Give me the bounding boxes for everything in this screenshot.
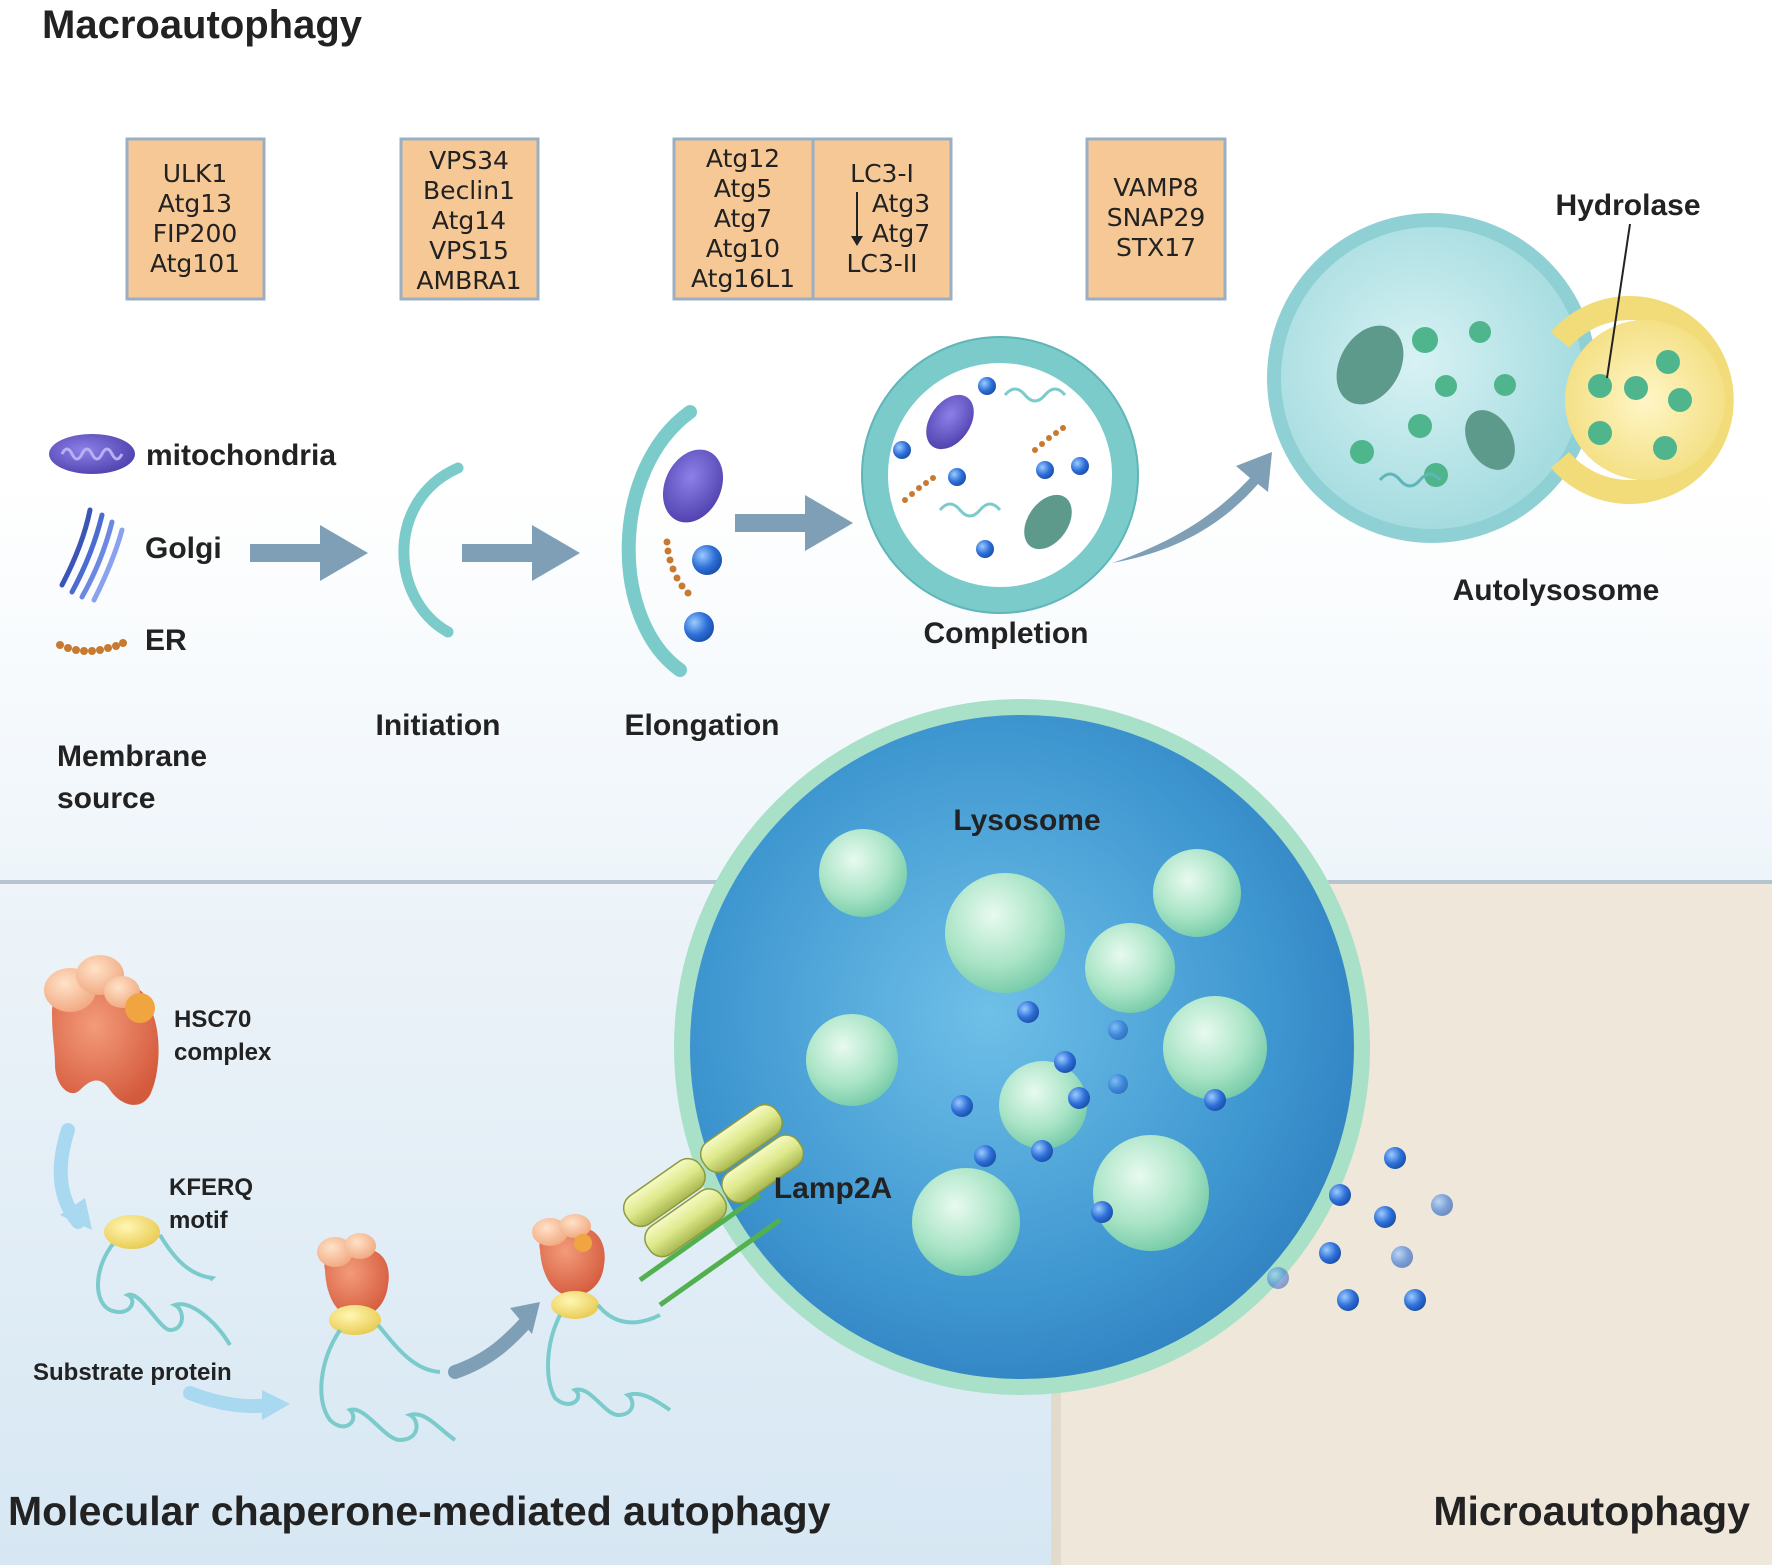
- arrow-to-completion: [735, 495, 853, 551]
- hydrolase-vesicle: [1550, 296, 1734, 504]
- hsc70-label-1: HSC70: [174, 1006, 251, 1033]
- svg-text:VPS15: VPS15: [429, 236, 509, 265]
- substrate-protein-label: Substrate protein: [33, 1359, 232, 1386]
- golgi-icon: [59, 507, 125, 603]
- svg-text:Atg13: Atg13: [158, 189, 232, 218]
- hsc70-complex-icon: [44, 955, 159, 1105]
- legend-golgi-label: Golgi: [145, 532, 222, 565]
- legend-mitochondria-label: mitochondria: [146, 439, 336, 472]
- arrow-to-autolysosome: [1112, 452, 1272, 563]
- svg-text:SNAP29: SNAP29: [1107, 203, 1206, 232]
- stage-initiation-label: Initiation: [376, 709, 501, 742]
- svg-text:Atg7: Atg7: [872, 219, 930, 248]
- arrow-to-elongation: [462, 525, 580, 581]
- kferq-label-1: KFERQ: [169, 1174, 253, 1201]
- membrane-source-label-2: source: [57, 782, 155, 815]
- legend-er-label: ER: [145, 624, 187, 657]
- kferq-substrate-icon: [96, 1215, 232, 1347]
- svg-text:Atg16L1: Atg16L1: [691, 264, 795, 293]
- svg-text:Atg101: Atg101: [150, 249, 240, 278]
- stage-completion-label: Completion: [924, 617, 1089, 650]
- arrow-to-initiation: [250, 525, 368, 581]
- svg-text:Atg10: Atg10: [706, 234, 780, 263]
- micro-title: Microautophagy: [1433, 1488, 1750, 1534]
- hydrolase-label: Hydrolase: [1555, 189, 1700, 222]
- stage-elongation-label: Elongation: [625, 709, 780, 742]
- svg-text:Atg14: Atg14: [432, 206, 506, 235]
- protein-box-ulk1: ULK1 Atg13 FIP200 Atg101: [125, 137, 266, 301]
- phagophore-elongation: [621, 405, 724, 677]
- kferq-label-2: motif: [169, 1207, 229, 1234]
- phagophore-initiation: [398, 462, 464, 638]
- bound-complex-1: [317, 1233, 457, 1443]
- arrow-complex-to-lamp2a: [448, 1313, 535, 1379]
- svg-text:FIP200: FIP200: [153, 219, 238, 248]
- hsc70-label-2: complex: [174, 1039, 272, 1066]
- autophagosome: [861, 336, 1139, 614]
- svg-text:Atg7: Atg7: [714, 204, 772, 233]
- svg-text:Atg3: Atg3: [872, 189, 930, 218]
- hydrolase-pointer: [1606, 223, 1631, 379]
- svg-text:Atg12: Atg12: [706, 144, 780, 173]
- lamp2a-label: Lamp2A: [774, 1172, 892, 1205]
- autolysosome: [1267, 213, 1597, 543]
- protein-box-vps34: VPS34 Beclin1 Atg14 VPS15 AMBRA1: [399, 137, 540, 301]
- svg-text:LC3-II: LC3-II: [846, 249, 917, 278]
- protein-box-vamp8: VAMP8 SNAP29 STX17: [1085, 137, 1227, 301]
- membrane-source-label-1: Membrane: [57, 740, 207, 773]
- mitochondria-icon: [49, 434, 135, 474]
- svg-text:VAMP8: VAMP8: [1113, 173, 1198, 202]
- cma-title: Molecular chaperone-mediated autophagy: [8, 1488, 831, 1534]
- svg-text:AMBRA1: AMBRA1: [416, 266, 521, 295]
- macro-title: Macroautophagy: [42, 3, 363, 47]
- svg-text:STX17: STX17: [1116, 233, 1196, 262]
- lysosome-label: Lysosome: [953, 804, 1100, 837]
- svg-text:LC3-I: LC3-I: [850, 159, 914, 188]
- stage-autolysosome-label: Autolysosome: [1453, 574, 1660, 607]
- svg-text:Atg5: Atg5: [714, 174, 772, 203]
- bound-complex-2: [532, 1214, 672, 1418]
- lamp2a-channel: [622, 1103, 805, 1308]
- svg-text:ULK1: ULK1: [163, 159, 228, 188]
- protein-box-atg12: Atg12 Atg5 Atg7 Atg10 Atg16L1: [672, 137, 815, 301]
- svg-text:Beclin1: Beclin1: [423, 176, 515, 205]
- er-icon: [56, 639, 127, 655]
- lysosome: [674, 699, 1370, 1395]
- protein-box-lc3: LC3-I Atg3 Atg7 LC3-II: [811, 137, 953, 301]
- svg-text:VPS34: VPS34: [429, 146, 509, 175]
- released-molecules: [1267, 1147, 1453, 1311]
